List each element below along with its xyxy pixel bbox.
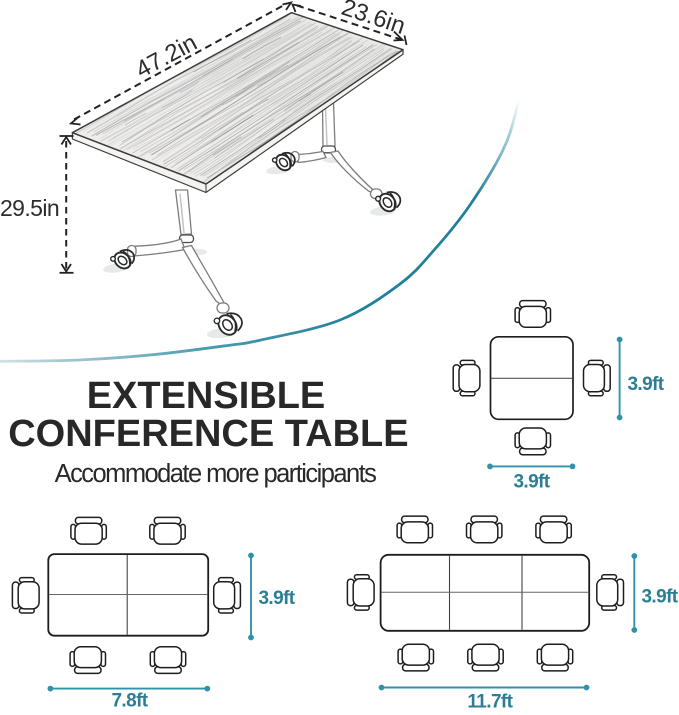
svg-text:7.8ft: 7.8ft [111,691,148,711]
svg-text:3.9ft: 3.9ft [627,374,664,395]
svg-text:EXTENSIBLE: EXTENSIBLE [87,375,326,417]
svg-text:3.9ft: 3.9ft [641,587,678,608]
svg-text:3.9ft: 3.9ft [513,472,550,493]
svg-text:11.7ft: 11.7ft [467,692,513,711]
svg-text:3.9ft: 3.9ft [258,588,295,609]
svg-text:29.5in: 29.5in [0,195,59,221]
svg-text:CONFERENCE TABLE: CONFERENCE TABLE [8,413,408,455]
svg-text:Accommodate more participants: Accommodate more participants [55,460,377,488]
